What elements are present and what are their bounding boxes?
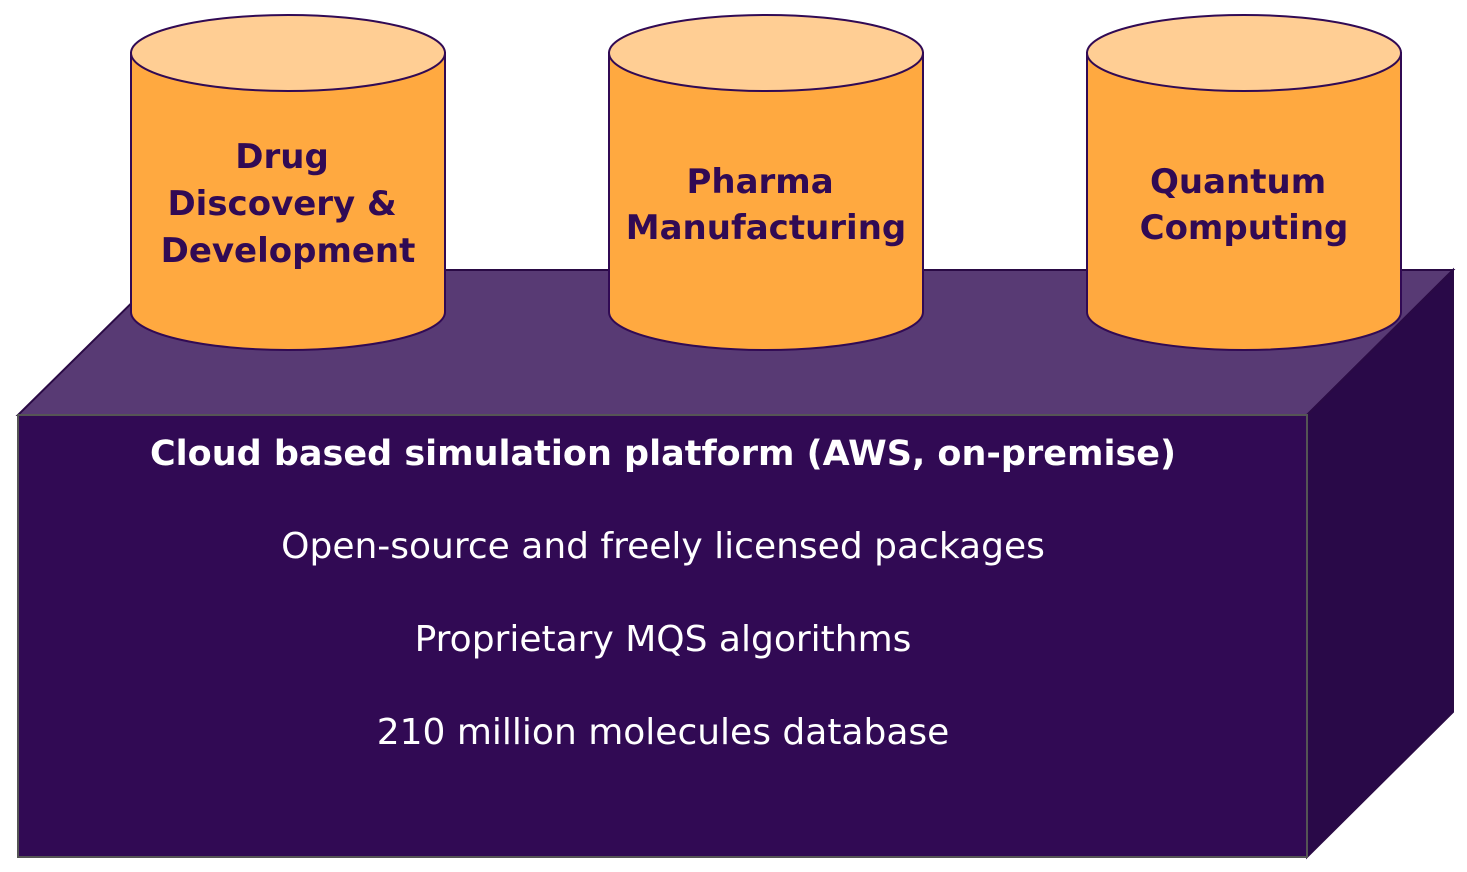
cylinder-top (608, 14, 924, 92)
cylinder-body (1086, 52, 1402, 351)
cylinder-body (608, 52, 924, 351)
cylinder-body (130, 52, 446, 351)
cylinder-label: Pharma Manufacturing (626, 162, 907, 248)
cylinder-quantum-computing: Quantum Computing (1086, 14, 1402, 351)
cylinder-label-line: Discovery & (167, 184, 396, 224)
platform-line-open-source: Open-source and freely licensed packages (281, 526, 1045, 567)
cylinder-label: Quantum Computing (1140, 162, 1349, 248)
cylinder-drug-discovery: Drug Discovery & Development (130, 14, 446, 351)
cylinder-pharma-manufacturing: Pharma Manufacturing (608, 14, 924, 351)
platform-title: Cloud based simulation platform (AWS, on… (150, 434, 1176, 474)
cylinder-label-line: Pharma (686, 162, 833, 202)
platform-line-mqs: Proprietary MQS algorithms (415, 619, 912, 660)
cylinder-top (1086, 14, 1402, 92)
cylinder-label-line: Quantum (1150, 162, 1326, 202)
cylinder-label-line: Drug (235, 137, 329, 177)
platform-box-front (17, 414, 1308, 858)
platform-line-database: 210 million molecules database (377, 712, 950, 753)
cylinder-top (130, 14, 446, 92)
cylinder-label-line: Manufacturing (626, 208, 907, 248)
platform-text: Cloud based simulation platform (AWS, on… (150, 434, 1176, 753)
cylinder-label-line: Computing (1140, 208, 1349, 248)
cylinder-label-line: Development (161, 231, 416, 271)
cylinder-label: Drug Discovery & Development (161, 137, 416, 271)
